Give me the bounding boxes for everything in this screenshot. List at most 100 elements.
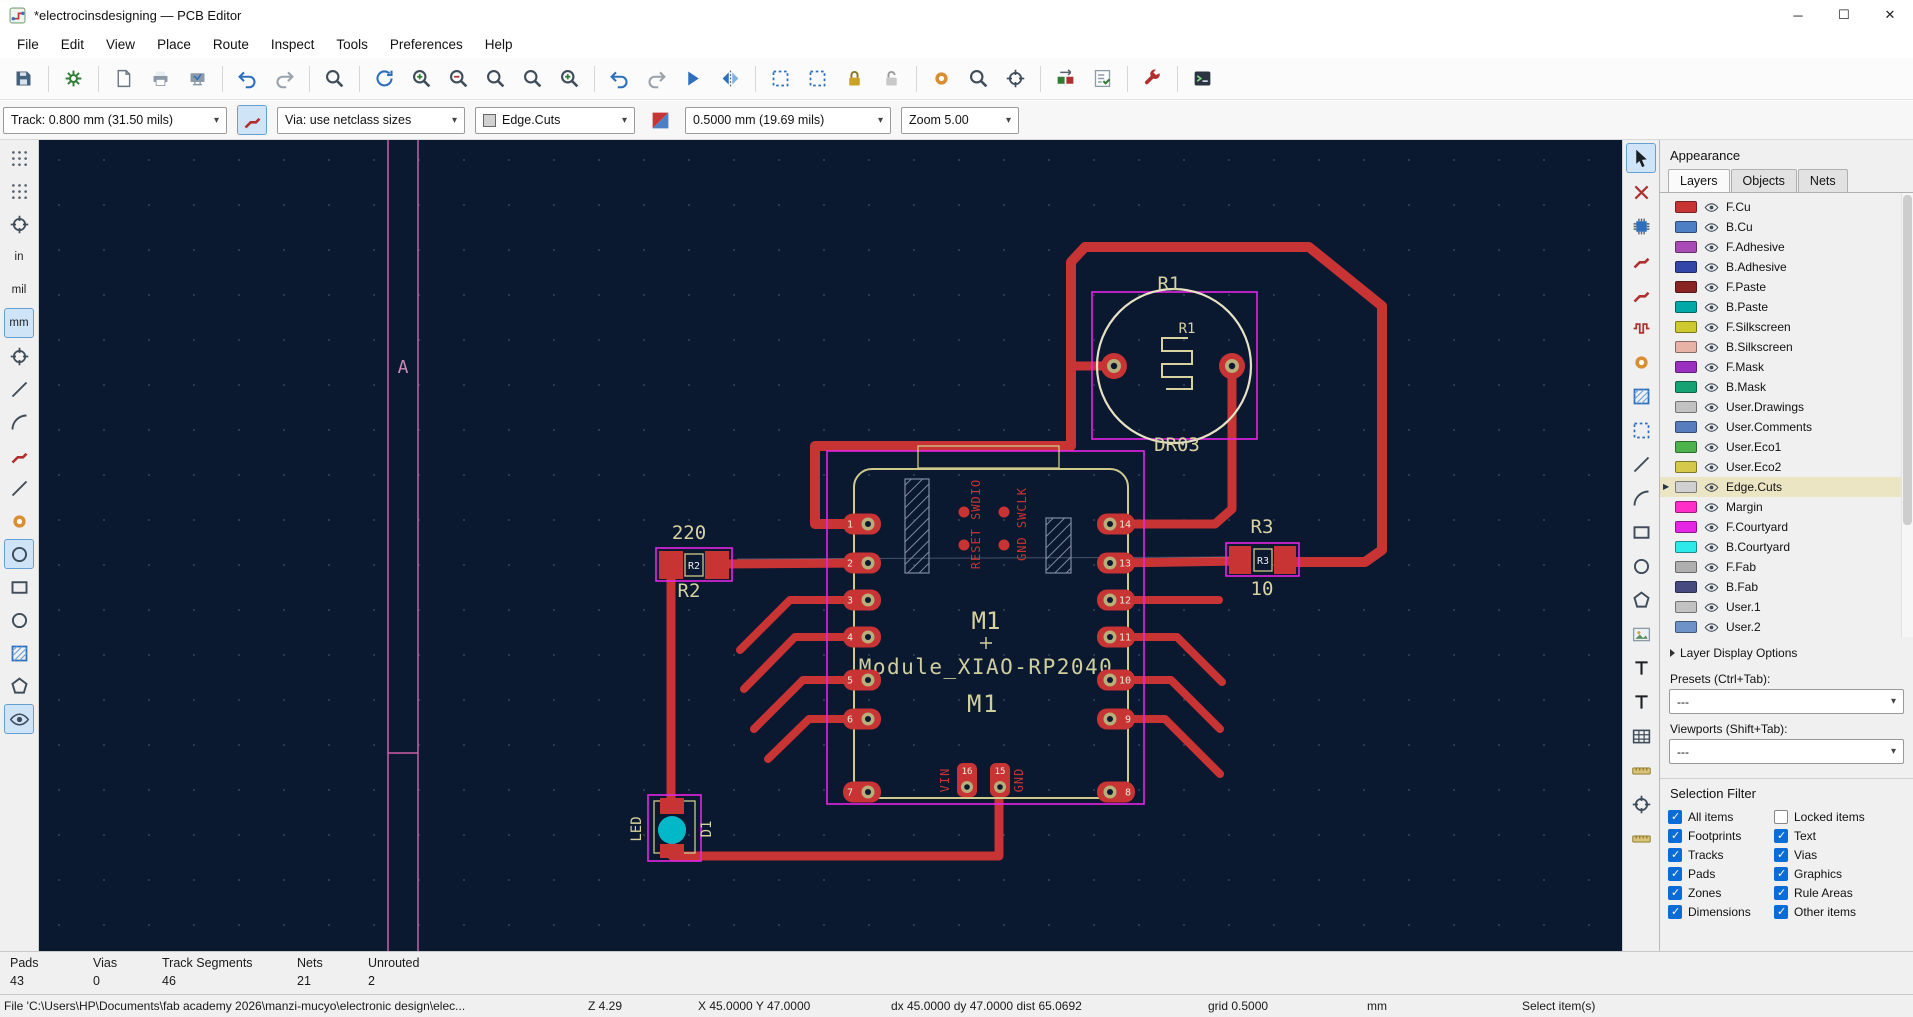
net-inspector-button[interactable] <box>961 62 995 96</box>
checkbox[interactable] <box>1774 848 1788 862</box>
zone-outlines-button[interactable] <box>4 671 34 701</box>
clearance-outlines-button[interactable] <box>4 539 34 569</box>
visibility-eye-icon[interactable] <box>1704 400 1719 415</box>
module-pad[interactable]: 9 <box>1097 708 1135 730</box>
menu-item[interactable]: Place <box>157 36 191 52</box>
module-pad[interactable]: 4 <box>843 626 881 648</box>
checkbox[interactable] <box>1668 905 1682 919</box>
visibility-eye-icon[interactable] <box>1704 520 1719 535</box>
checkbox[interactable] <box>1774 905 1788 919</box>
module-pad[interactable]: 15 <box>990 763 1010 797</box>
layer-row[interactable]: F.Cu <box>1660 197 1913 217</box>
layer-row[interactable]: User.2 <box>1660 617 1913 637</box>
layer-color-swatch[interactable] <box>1675 601 1697 613</box>
filter-checkbox-item[interactable]: Tracks <box>1668 848 1774 862</box>
pcb-canvas[interactable]: A RESET SWDIO GND SWCLK M1 Module_XIAO-R… <box>39 140 1622 951</box>
layer-row[interactable]: B.Silkscreen <box>1660 337 1913 357</box>
checkbox[interactable] <box>1668 886 1682 900</box>
copper-trace[interactable] <box>1111 361 1237 529</box>
presets-dropdown[interactable]: --- ▾ <box>1669 689 1904 714</box>
visibility-eye-icon[interactable] <box>1704 560 1719 575</box>
layer-color-swatch[interactable] <box>1675 581 1697 593</box>
visibility-eye-icon[interactable] <box>1704 320 1719 335</box>
zoom-out-button[interactable] <box>441 62 475 96</box>
pad-display-mode-button[interactable] <box>4 572 34 602</box>
visibility-eye-icon[interactable] <box>1704 220 1719 235</box>
copper-trace[interactable] <box>715 558 867 569</box>
swd-pad[interactable] <box>958 506 970 518</box>
via-holes-button[interactable] <box>4 605 34 635</box>
cursor-shape-button[interactable] <box>4 341 34 371</box>
viewports-dropdown[interactable]: --- ▾ <box>1669 739 1904 764</box>
filter-checkbox-item[interactable]: Other items <box>1774 905 1905 919</box>
layer-row[interactable]: B.Adhesive <box>1660 257 1913 277</box>
add-text-tool[interactable] <box>1626 653 1656 683</box>
draw-arc-tool[interactable] <box>1626 483 1656 513</box>
layer-color-swatch[interactable] <box>1675 261 1697 273</box>
visibility-eye-icon[interactable] <box>1704 460 1719 475</box>
layer-color-swatch[interactable] <box>1675 461 1697 473</box>
module-reference[interactable]: M1 <box>972 607 1001 635</box>
via-size-dropdown[interactable]: Via: use netclass sizes ▾ <box>277 106 465 134</box>
layer-row[interactable]: B.Fab <box>1660 577 1913 597</box>
layer-row[interactable]: F.Mask <box>1660 357 1913 377</box>
net-highlight-button[interactable] <box>4 440 34 470</box>
group-items-button[interactable] <box>755 62 797 96</box>
footprint-r2[interactable]: 220 R2 R2 <box>655 522 733 602</box>
footprint-module-xiao[interactable]: RESET SWDIO GND SWCLK M1 Module_XIAO-RP2… <box>826 445 1145 805</box>
d1-led-body[interactable] <box>658 816 686 844</box>
lock-button[interactable] <box>837 62 871 96</box>
copper-trace[interactable] <box>740 633 866 693</box>
layer-color-swatch[interactable] <box>1675 281 1697 293</box>
board-setup-button[interactable] <box>48 62 90 96</box>
r1-value[interactable]: DR03 <box>1154 434 1200 456</box>
layer-color-swatch[interactable] <box>1675 381 1697 393</box>
checkbox[interactable] <box>1668 848 1682 862</box>
visibility-eye-icon[interactable] <box>1704 420 1719 435</box>
layer-row[interactable]: B.Paste <box>1660 297 1913 317</box>
draw-rectangle-tool[interactable] <box>1626 517 1656 547</box>
r3-value[interactable]: 10 <box>1251 578 1274 600</box>
refresh-view-button[interactable] <box>359 62 401 96</box>
module-value[interactable]: Module_XIAO-RP2040 <box>859 655 1114 679</box>
module-pad[interactable]: 2 <box>843 552 881 574</box>
r1-reference[interactable]: R1 <box>1158 273 1181 295</box>
units-mils-button[interactable]: mil <box>11 284 27 296</box>
panel-scrollbar[interactable] <box>1901 193 1913 637</box>
route-tracks-tool[interactable] <box>1626 245 1656 275</box>
add-dimension-tool[interactable] <box>1626 755 1656 785</box>
add-table-tool[interactable] <box>1626 721 1656 751</box>
r3-pad[interactable] <box>1229 546 1251 574</box>
filter-checkbox-item[interactable]: Graphics <box>1774 867 1905 881</box>
layer-row[interactable]: Margin <box>1660 497 1913 517</box>
zoom-selection-button[interactable] <box>552 62 586 96</box>
copper-trace[interactable] <box>736 596 866 654</box>
visibility-eye-icon[interactable] <box>1704 380 1719 395</box>
polar-coordinates-button[interactable] <box>4 209 34 239</box>
r2-value[interactable]: 220 <box>672 522 706 544</box>
layer-pair-toggle[interactable] <box>645 105 675 135</box>
copper-trace[interactable] <box>750 676 866 733</box>
module-pad[interactable]: 11 <box>1097 626 1135 648</box>
filter-checkbox-item[interactable]: All items <box>1668 810 1774 824</box>
module-pad[interactable]: 12 <box>1097 589 1135 611</box>
active-layer-dropdown[interactable]: Edge.Cuts ▾ <box>475 106 635 134</box>
checkbox[interactable] <box>1774 829 1788 843</box>
menu-item[interactable]: Preferences <box>389 36 463 52</box>
zone-display-mode-button[interactable] <box>4 638 34 668</box>
filter-checkbox-item[interactable]: Locked items <box>1774 810 1905 824</box>
r3-pad[interactable] <box>1274 546 1296 574</box>
footprint-r3[interactable]: R3 R3 10 <box>1225 516 1300 600</box>
filter-checkbox-item[interactable]: Rule Areas <box>1774 886 1905 900</box>
visibility-eye-icon[interactable] <box>1704 500 1719 515</box>
r2-reference[interactable]: R2 <box>678 580 701 602</box>
zoom-fit-objects-button[interactable] <box>515 62 549 96</box>
layer-row[interactable]: F.Adhesive <box>1660 237 1913 257</box>
module-pad[interactable]: 8 <box>1097 781 1135 803</box>
filter-checkbox-item[interactable]: Footprints <box>1668 829 1774 843</box>
scripting-console-button[interactable] <box>1177 62 1219 96</box>
rule-area-tool[interactable] <box>1626 415 1656 445</box>
module-pad[interactable]: 16 <box>957 763 977 797</box>
pcb-canvas-area[interactable]: A RESET SWDIO GND SWCLK M1 Module_XIAO-R… <box>39 140 1622 951</box>
footprint-wrench-button[interactable] <box>1127 62 1169 96</box>
